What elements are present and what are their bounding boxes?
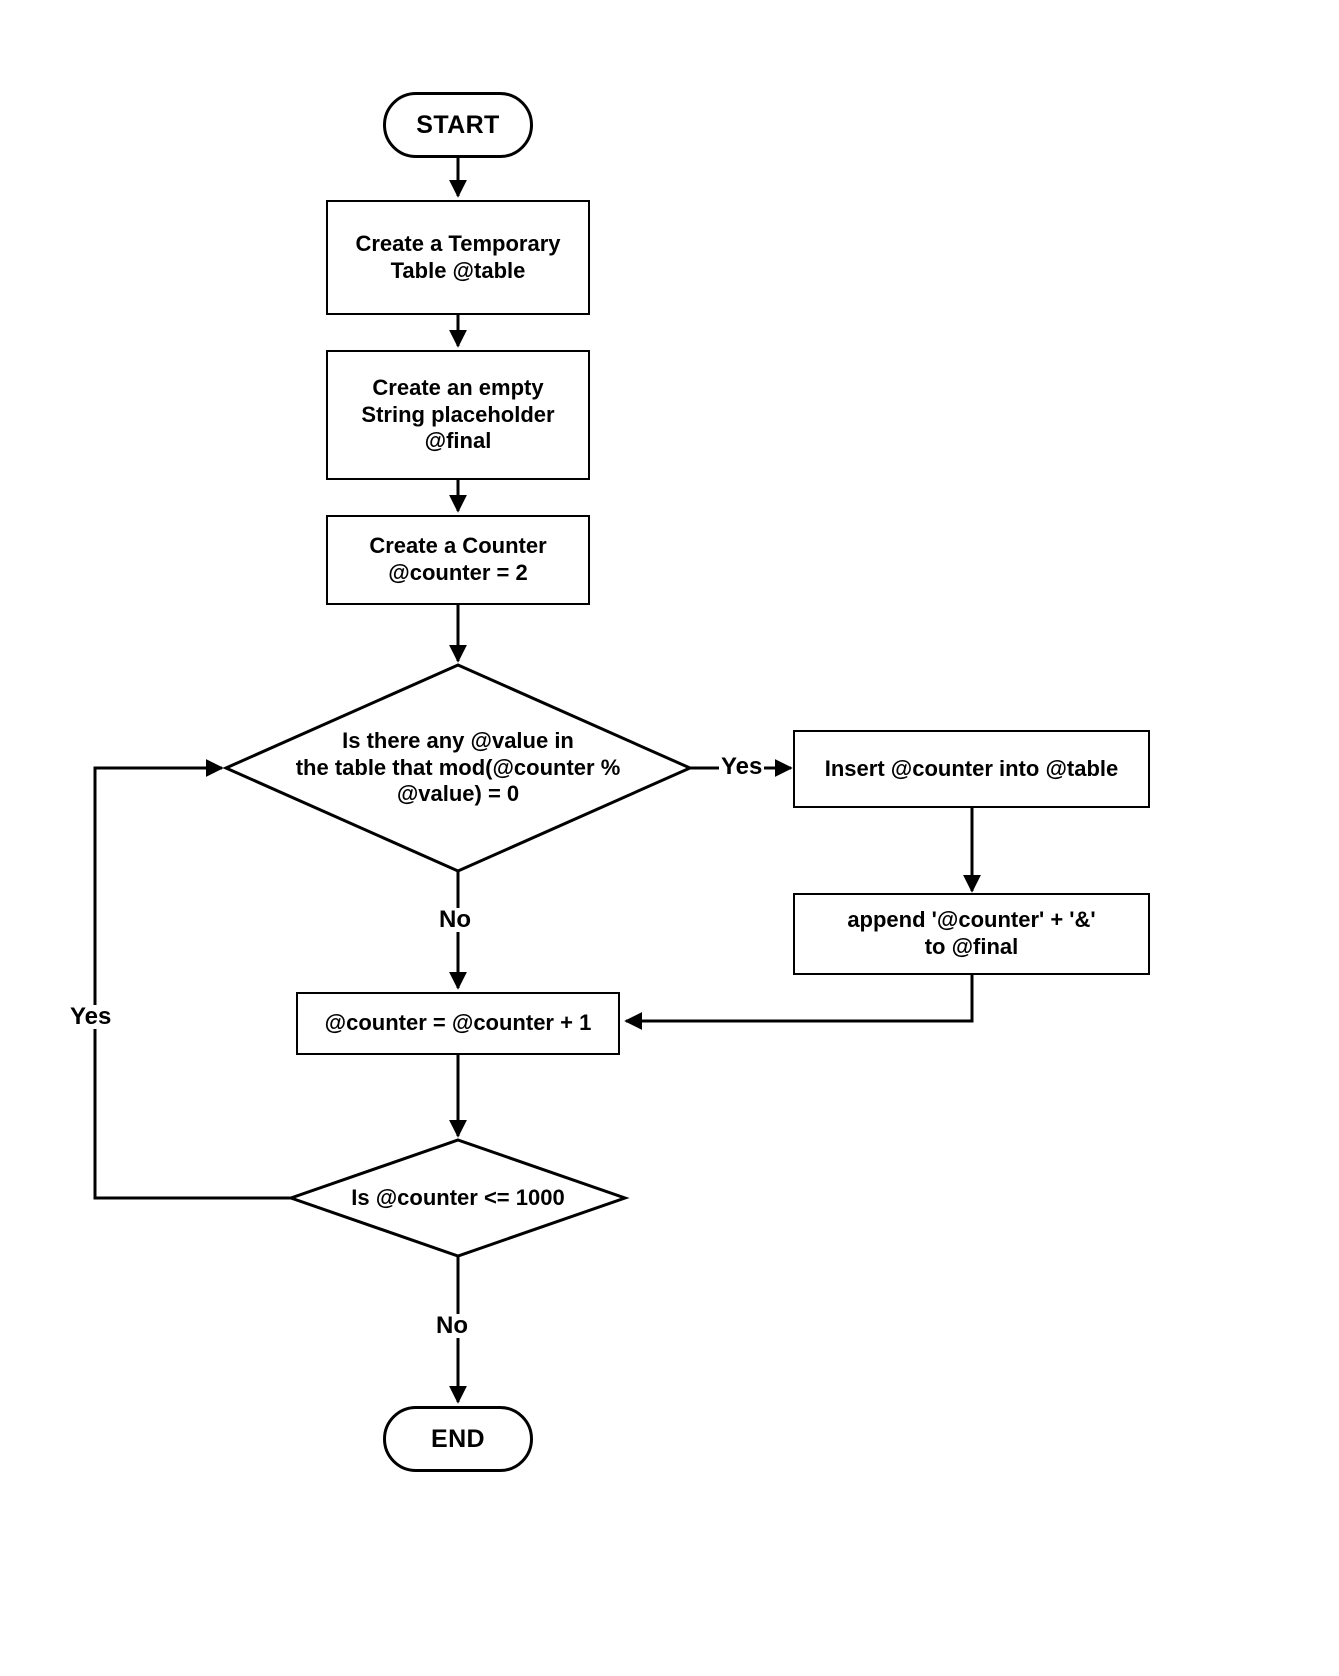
node-end-label: END [431, 1424, 485, 1453]
node-decision-mod[interactable]: Is there any @value in the table that mo… [258, 718, 658, 818]
edge-label-limit-yes: Yes [68, 1003, 114, 1030]
node-start-label: START [416, 110, 500, 139]
node-append-final-label: append '@counter' + '&' to @final [847, 907, 1096, 959]
node-create-counter[interactable]: Create a Counter @counter = 2 [326, 515, 590, 605]
node-create-string-placeholder-label: Create an empty String placeholder @fina… [361, 374, 555, 454]
node-decision-mod-label: Is there any @value in the table that mo… [295, 727, 621, 807]
edge-append-to-increment [624, 975, 974, 1030]
node-create-string-placeholder[interactable]: Create an empty String placeholder @fina… [326, 350, 590, 480]
edge-label-mod-no: No [437, 906, 473, 933]
edge-label-limit-no: No [434, 1312, 470, 1339]
node-insert-counter[interactable]: Insert @counter into @table [793, 730, 1150, 808]
node-start[interactable]: START [383, 92, 533, 158]
edge-label-mod-yes: Yes [719, 753, 765, 780]
node-increment-counter[interactable]: @counter = @counter + 1 [296, 992, 620, 1055]
node-increment-counter-label: @counter = @counter + 1 [324, 1010, 592, 1036]
node-decision-limit[interactable]: Is @counter <= 1000 [300, 1178, 616, 1218]
node-create-temporary-table[interactable]: Create a Temporary Table @table [326, 200, 590, 315]
node-decision-limit-label: Is @counter <= 1000 [351, 1184, 565, 1210]
node-append-final[interactable]: append '@counter' + '&' to @final [793, 893, 1150, 975]
node-create-temporary-table-label: Create a Temporary Table @table [355, 230, 561, 283]
node-end[interactable]: END [383, 1406, 533, 1472]
node-create-counter-label: Create a Counter @counter = 2 [369, 533, 547, 585]
node-insert-counter-label: Insert @counter into @table [824, 755, 1119, 781]
edge-decision-limit-yes-loop [93, 759, 291, 1200]
